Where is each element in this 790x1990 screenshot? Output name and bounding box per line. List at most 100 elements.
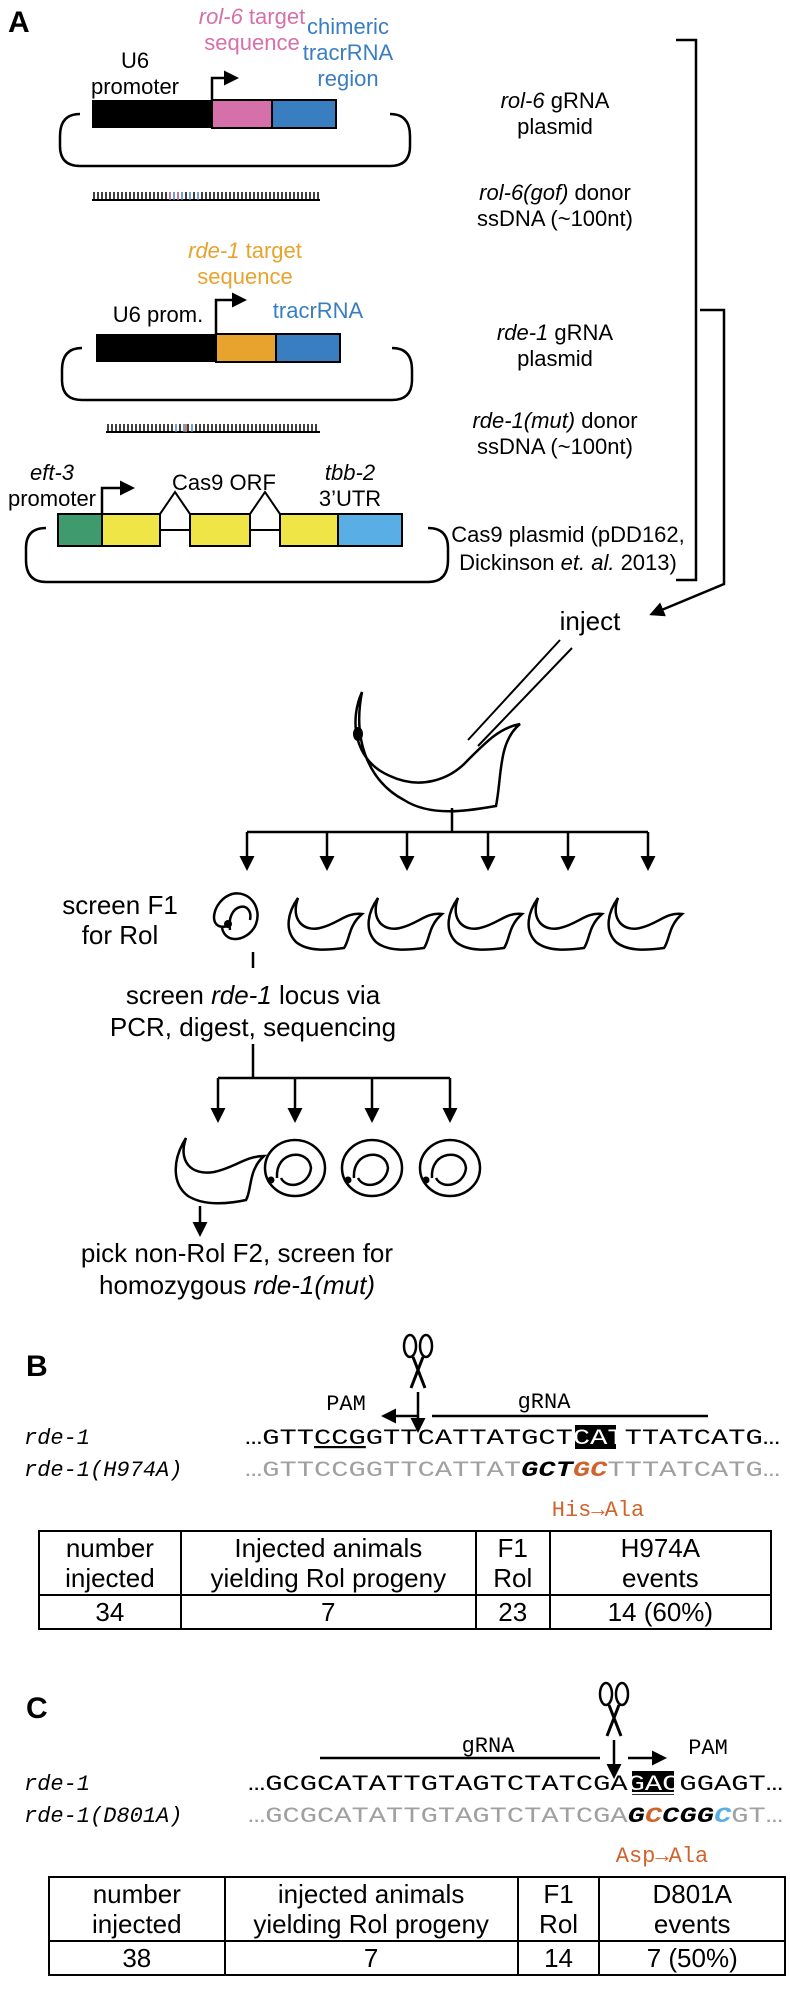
rde1-tracr-label: tracrRNA xyxy=(273,298,364,323)
rolling-worm-icon xyxy=(212,892,259,941)
header-events: D801A events xyxy=(598,1876,786,1942)
screen-f1-label-2: for Rol xyxy=(82,920,159,950)
cas9-plasmid-label: Cas9 plasmid (pDD162, xyxy=(451,522,685,547)
wt-name-c: rde-1 xyxy=(24,1772,90,1797)
rolling-worm-icon xyxy=(263,1138,327,1198)
header-f1-rol: F1 Rol xyxy=(474,1530,551,1596)
results-table-b: number injected Injected animals yieldin… xyxy=(38,1530,773,1630)
value-injected-animals: 7 xyxy=(179,1594,477,1630)
rde1-target-label: rde-1 target xyxy=(188,238,302,263)
rolling-worm-icon xyxy=(340,1138,404,1198)
tbb2-label-2: 3’UTR xyxy=(319,486,381,511)
rde1-donor-ssdna xyxy=(106,424,320,433)
screen-locus-label-2: PCR, digest, sequencing xyxy=(110,1012,396,1042)
mut-name-b: rde-1(H974A) xyxy=(24,1458,182,1483)
table-row: 34 7 23 14 (60%) xyxy=(38,1594,773,1630)
header-injected-animals: Injected animals yielding Rol progeny xyxy=(179,1530,477,1596)
rol6-promoter-label: U6 xyxy=(121,48,149,73)
chimeric-tracr-label-2: tracrRNA xyxy=(303,40,394,65)
value-injected-animals: 7 xyxy=(223,1940,519,1976)
rol6-grna-plasmid-label-2: plasmid xyxy=(517,114,593,139)
f1-tree xyxy=(247,808,648,834)
rol6-promoter-label-2: promoter xyxy=(91,74,179,99)
rol6-grna-plasmid xyxy=(58,70,412,168)
grna-label-c: gRNA xyxy=(462,1734,516,1759)
screen-f1-label: screen F1 xyxy=(62,890,178,920)
rde1-promoter-label: U6 prom. xyxy=(113,302,203,327)
rde1-target-label-2: sequence xyxy=(197,264,292,289)
f2-tree xyxy=(218,1044,450,1080)
tbb2-label: tbb-2 xyxy=(325,460,375,485)
rol6-grna-plasmid-label: rol-6 gRNA xyxy=(501,88,610,113)
panel-c-label: C xyxy=(26,1692,48,1725)
value-f1-rol: 23 xyxy=(474,1594,551,1630)
mut-name-c: rde-1(D801A) xyxy=(24,1804,182,1829)
rol6-target-label: rol-6 target xyxy=(199,4,305,29)
f1-worm-icon xyxy=(367,897,445,951)
worm-icon xyxy=(353,691,521,813)
table-header-row: number injected injected animals yieldin… xyxy=(48,1876,786,1942)
bracket-rde1 xyxy=(649,308,726,617)
f1-arrows xyxy=(239,832,656,871)
value-number-injected: 38 xyxy=(48,1940,226,1976)
cas9-plasmid xyxy=(24,480,450,584)
wt-name-b: rde-1 xyxy=(24,1426,90,1451)
rde1-grna-plasmid xyxy=(60,292,414,402)
header-f1-rol: F1 Rol xyxy=(516,1876,601,1942)
inject-label: inject xyxy=(560,606,621,636)
non-rol-worm-icon xyxy=(174,1137,268,1205)
pam-label-c: PAM xyxy=(688,1736,728,1761)
rde1-grna-plasmid-label: rde-1 gRNA xyxy=(497,320,613,345)
f2-arrows xyxy=(210,1078,458,1123)
rol6-donor-label-2: ssDNA (~100nt) xyxy=(477,206,633,231)
f1-worm-icon xyxy=(447,897,525,951)
eft3-label: eft-3 xyxy=(30,460,75,485)
panel-a-label: A xyxy=(8,6,30,39)
chimeric-tracr-label-3: region xyxy=(317,66,378,91)
pam-label-b: PAM xyxy=(326,1392,366,1417)
cas9-plasmid-label-2: Dickinson et. al. 2013) xyxy=(459,550,677,575)
rolling-worm-icon xyxy=(418,1138,482,1198)
header-number-injected: number injected xyxy=(38,1530,182,1596)
rol6-donor-ssdna xyxy=(92,192,320,201)
u6-promoter-arrow-icon xyxy=(210,70,239,100)
header-events: H974A events xyxy=(548,1530,773,1596)
substitution-label-b: His→Ala xyxy=(552,1498,644,1523)
rde1-donor-label: rde-1(mut) donor xyxy=(472,408,637,433)
f1-worm-icon xyxy=(527,897,605,951)
f1-worms xyxy=(287,897,685,951)
f2-worms xyxy=(263,1138,482,1198)
grna-label-b: gRNA xyxy=(518,1390,572,1415)
chimeric-tracr-label: chimeric xyxy=(307,14,389,39)
value-f1-rol: 14 xyxy=(516,1940,601,1976)
pick-label: pick non-Rol F2, screen for xyxy=(81,1238,393,1268)
pick-label-2: homozygous rde-1(mut) xyxy=(99,1270,375,1300)
value-events: 7 (50%) xyxy=(598,1940,786,1976)
scissors-icon-c xyxy=(598,1681,630,1737)
table-header-row: number injected Injected animals yieldin… xyxy=(38,1530,773,1596)
rol6-donor-label: rol-6(gof) donor xyxy=(479,180,631,205)
rde1-grna-plasmid-label-2: plasmid xyxy=(517,346,593,371)
header-injected-animals: injected animals yielding Rol progeny xyxy=(223,1876,519,1942)
rde1-donor-label-2: ssDNA (~100nt) xyxy=(477,434,633,459)
results-table-c: number injected injected animals yieldin… xyxy=(48,1876,786,1976)
bracket-rol6 xyxy=(676,38,698,582)
header-number-injected: number injected xyxy=(48,1876,226,1942)
rol6-target-label-2: sequence xyxy=(204,30,299,55)
f1-worm-icon xyxy=(287,897,365,951)
eft3-promoter-arrow-icon xyxy=(100,480,135,514)
table-row: 38 7 14 7 (50%) xyxy=(48,1940,786,1976)
panel-b-label: B xyxy=(26,1350,48,1383)
value-number-injected: 34 xyxy=(38,1594,182,1630)
u6-prom-arrow-icon xyxy=(214,292,247,334)
cas9-orf-label: Cas9 ORF xyxy=(172,470,276,495)
